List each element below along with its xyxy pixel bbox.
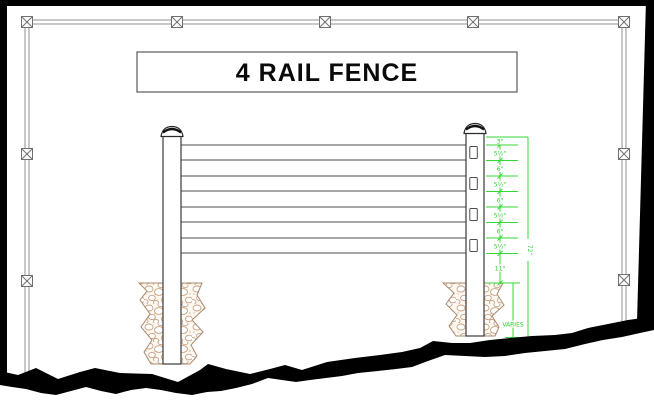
dimension-label-chips [493,137,532,328]
page-edge-left [0,0,7,375]
left-post-cap-ridge [162,127,182,134]
dim-label-rail1-height: 5½" [494,151,507,158]
x-marker-icon [618,148,630,160]
rail-3 [180,206,467,223]
right-post-rail-mortises [469,146,478,252]
mortise-slot-2 [469,177,478,190]
x-marker-icon [618,16,630,28]
dimension-labels: 3" 5½" 6" 5½" 6" 5½" 6" 5½" 11" 72" VARI… [494,139,533,329]
torn-paper-edge [0,316,654,395]
right-post [465,132,485,337]
left-post [162,135,182,365]
dimension-annotations [486,136,534,338]
x-marker-icon [618,274,630,286]
page-edge-top [0,0,654,6]
dim-label-overall-post: 72" [526,245,533,256]
dim-label-rail3-height: 5½" [494,213,507,220]
dim-label-rail4-height: 5½" [494,244,507,251]
title-box [136,51,518,93]
dim-label-rail2-height: 5½" [494,182,507,189]
rail-1 [180,144,467,161]
border-x-markers [21,16,630,287]
x-marker-icon [467,16,479,28]
x-marker-icon [21,148,33,160]
dim-label-gap3: 6" [497,229,504,236]
fence-posts [160,122,487,365]
x-marker-icon [21,16,33,28]
page-black-edges [0,0,654,375]
x-marker-icon [21,275,33,287]
rail-4 [180,237,467,254]
title-block: 4 RAIL FENCE [136,51,518,93]
x-marker-icon [319,16,331,28]
rail-2 [180,175,467,192]
page-title: 4 RAIL FENCE [236,59,418,87]
fence-rails [180,144,467,254]
page-edge-right [637,0,654,322]
mortise-slot-3 [469,208,478,221]
mortise-slot-4 [469,239,478,252]
mortise-slot-1 [469,146,478,159]
right-post-cap-ridge [465,124,485,131]
x-marker-icon [171,16,183,28]
dim-label-post-top-offset: 3" [497,139,504,146]
dim-label-bottom-clearance: 11" [495,266,506,273]
dim-label-gap1: 6" [497,166,504,173]
dim-label-footing-depth: VARIES [502,322,524,329]
dim-label-gap2: 6" [497,198,504,205]
